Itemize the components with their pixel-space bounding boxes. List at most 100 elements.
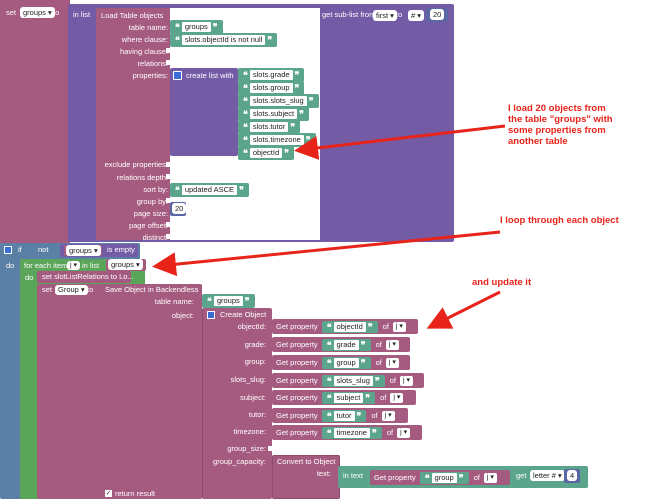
table-name-value[interactable]: groups (181, 22, 211, 32)
item-var-dropdown[interactable]: j ▾ (381, 410, 395, 421)
save-object-block[interactable]: Save Object in Backendless table name: o… (101, 284, 202, 499)
prop-name[interactable]: timezone (333, 427, 370, 438)
set-slot-block[interactable]: set slotListRelations to Lo... (37, 271, 134, 283)
sort-label: sort by: (143, 185, 168, 194)
where-value[interactable]: slots.objectId is not null (181, 35, 266, 45)
if-gear-icon[interactable] (4, 246, 12, 254)
get-property-grade[interactable]: Get property ❝grade❞ of j ▾ (272, 337, 410, 352)
prop-string-5[interactable]: ❝slots.timezone❞ (238, 133, 316, 147)
prop-string-3[interactable]: ❝slots.subject❞ (238, 107, 309, 121)
item-var-dropdown[interactable]: j ▾ (392, 321, 406, 332)
field-label-group-capacity: group_capacity: (213, 457, 266, 466)
pageoffset-socket (166, 222, 172, 227)
prop-value[interactable]: slots.timezone (249, 135, 304, 145)
is-empty-label: is empty (107, 245, 135, 254)
sort-value[interactable]: updated ASCE (181, 185, 238, 195)
gear-icon[interactable] (173, 71, 182, 80)
for-var-dropdown[interactable]: groups ▾ (108, 259, 143, 270)
item-var-dropdown[interactable]: j ▾ (397, 427, 411, 438)
prop-name[interactable]: subject (333, 392, 364, 403)
having-label: having clause: (120, 47, 168, 56)
sort-string[interactable]: ❝updated ASCE❞ (170, 183, 249, 197)
item-var-dropdown[interactable]: j ▾ (390, 392, 404, 403)
get-property-slots-slug[interactable]: Get property ❝slots_slug❞ of j ▾ (272, 373, 424, 388)
if-var-dropdown[interactable]: groups ▾ (66, 245, 101, 256)
distinct-label: distinct: (142, 233, 168, 242)
create-list-label: create list with (186, 71, 234, 80)
item-var-dropdown[interactable]: j ▾ (483, 472, 497, 483)
set-groups-block[interactable]: set groups ▾ to (0, 0, 70, 244)
get-property-group[interactable]: Get property ❝group❞ of j ▾ (272, 355, 410, 370)
groups-var-block[interactable]: groups ▾ (64, 245, 102, 256)
get-property-objectid[interactable]: Get property ❝objectId❞ of j ▾ (272, 319, 418, 334)
prop-name[interactable]: tutor (333, 410, 355, 421)
return-checkbox[interactable]: ✓ (105, 490, 112, 497)
sublist-to-label: to (396, 10, 403, 19)
set-group-dropdown[interactable]: Group ▾ (55, 285, 88, 295)
prop-string-2[interactable]: ❝slots.slots_slug❞ (238, 94, 319, 108)
is-empty-block[interactable]: groups ▾ is empty (60, 244, 138, 257)
prop-name-string[interactable]: ❝group❞ (419, 471, 469, 484)
get-property-timezone[interactable]: Get property ❝timezone❞ of j ▾ (272, 425, 422, 440)
set-keyword: set (6, 8, 17, 17)
save-table-string[interactable]: ❝groups❞ (202, 294, 255, 308)
save-title: Save Object in Backendless (105, 285, 199, 294)
create-object-gear-icon[interactable] (207, 311, 215, 319)
create-list-block[interactable]: create list with (170, 68, 238, 156)
field-label-group-size: group_size: (227, 444, 266, 453)
letter-number[interactable]: 4 (567, 470, 578, 481)
item-dropdown[interactable]: j ▾ (67, 261, 81, 270)
prop-name-string[interactable]: ❝tutor❞ (321, 409, 367, 422)
where-string[interactable]: ❝slots.objectId is not null❞ (170, 33, 278, 47)
prop-name[interactable]: grade (333, 339, 359, 350)
for-groups-var-block[interactable]: groups ▾ (106, 259, 146, 271)
prop-string-0[interactable]: ❝slots.grade❞ (238, 68, 305, 82)
get-property-group-inner[interactable]: Get property ❝group❞ of j ▾ (370, 470, 510, 485)
item-var-dropdown[interactable]: j ▾ (385, 357, 399, 368)
prop-value[interactable]: objectId (249, 148, 283, 158)
pagesize-label: page size: (133, 209, 168, 218)
item-var-dropdown[interactable]: j ▾ (385, 339, 399, 350)
prop-value[interactable]: slots.tutor (249, 122, 289, 132)
get-property-subject[interactable]: Get property ❝subject❞ of j ▾ (272, 390, 416, 405)
item-var-dropdown[interactable]: j ▾ (400, 375, 414, 386)
create-object-block[interactable]: Create Object objectId: grade: group: sl… (202, 308, 272, 499)
page-size-value[interactable]: 20 (172, 203, 187, 214)
get-property-tutor[interactable]: Get property ❝tutor❞ of j ▾ (272, 408, 408, 423)
prop-value[interactable]: slots.group (249, 83, 293, 93)
of-label: of (386, 428, 394, 437)
convert-to-object-block[interactable]: Convert to Object text: (272, 455, 340, 499)
prop-name-string[interactable]: ❝objectId❞ (321, 320, 378, 333)
create-object-label: Create Object (220, 310, 267, 319)
save-object-label: object: (171, 311, 194, 320)
table-name-label: table name: (128, 23, 168, 32)
prop-string-4[interactable]: ❝slots.tutor❞ (238, 120, 301, 134)
hash-dropdown[interactable]: # ▾ (408, 10, 425, 21)
set-group-block[interactable]: set Group ▾ to (37, 284, 103, 499)
save-table-value[interactable]: groups (213, 296, 243, 306)
prop-name[interactable]: objectId (333, 321, 366, 332)
prop-string-1[interactable]: ❝slots.group❞ (238, 81, 305, 95)
prop-value[interactable]: slots.slots_slug (249, 96, 307, 106)
prop-name-string[interactable]: ❝timezone❞ (321, 426, 382, 439)
prop-name[interactable]: group (431, 472, 457, 483)
field-label-grade: grade: (244, 340, 266, 349)
exclude-label: exclude properties: (104, 160, 168, 169)
prop-string-6[interactable]: ❝objectId❞ (238, 146, 294, 160)
first-dropdown[interactable]: first ▾ (373, 10, 397, 21)
letter-number-block: 4 (564, 469, 580, 483)
prop-value[interactable]: slots.grade (249, 70, 293, 80)
prop-name[interactable]: group (333, 357, 359, 368)
prop-name-string[interactable]: ❝subject❞ (321, 391, 376, 404)
prop-value[interactable]: slots.subject (249, 109, 298, 119)
of-label: of (375, 358, 382, 367)
letter-dropdown[interactable]: letter # ▾ (530, 470, 565, 481)
prop-name-string[interactable]: ❝group❞ (321, 356, 371, 369)
set-var-dropdown[interactable]: groups ▾ (20, 7, 55, 18)
get-property-label: Get property (276, 411, 318, 420)
prop-name-string[interactable]: ❝slots_slug❞ (321, 374, 385, 387)
count-value[interactable]: 20 (430, 9, 445, 20)
prop-name[interactable]: slots_slug (333, 375, 373, 386)
table-name-string[interactable]: ❝groups❞ (170, 20, 223, 34)
prop-name-string[interactable]: ❝grade❞ (321, 338, 371, 351)
